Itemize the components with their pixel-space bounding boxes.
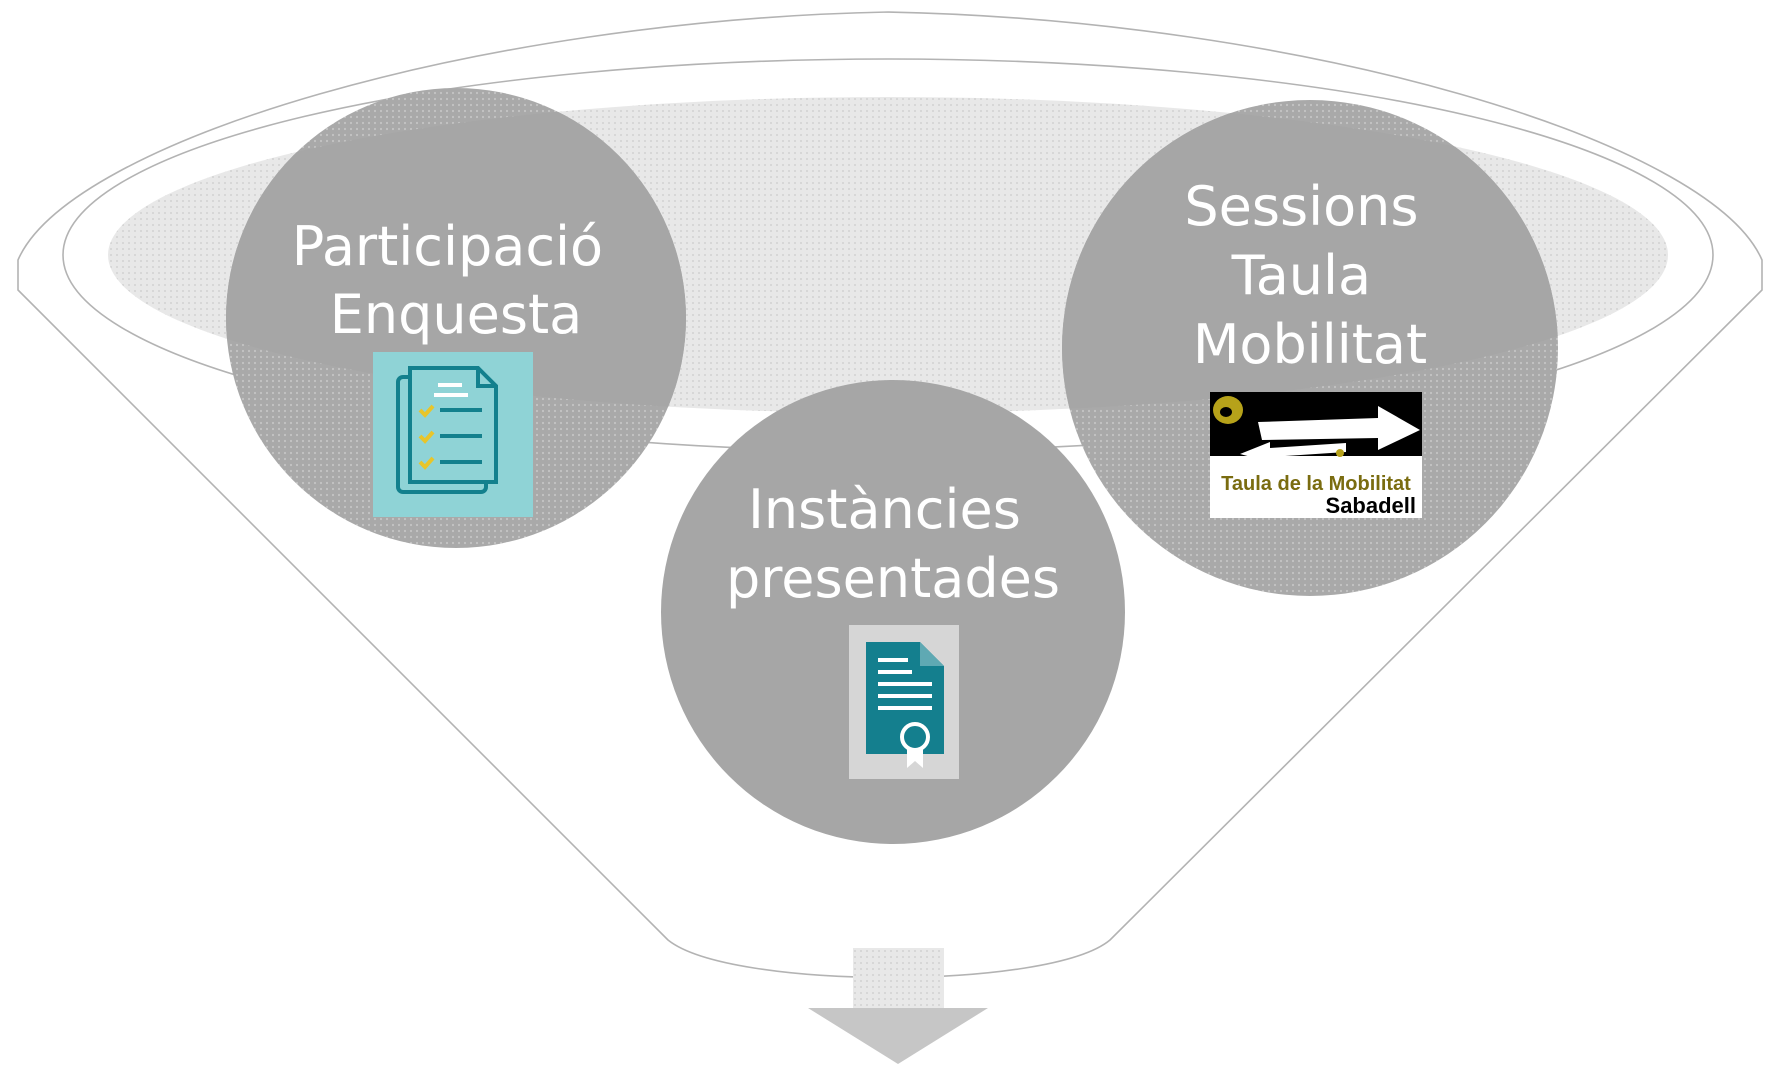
- bubble-instancies-line-2: presentades: [726, 547, 1060, 610]
- bubble-participacio-circle: [226, 97, 686, 413]
- bubble-instancies: Instàncies presentades: [661, 380, 1125, 844]
- taula-logo-text-1: Taula de la Mobilitat: [1221, 473, 1411, 495]
- bubble-participacio-line-1: Participació: [292, 215, 603, 278]
- bubble-participacio-line-2: Enquesta: [330, 283, 582, 346]
- certificate-document-icon: [849, 625, 959, 779]
- bubble-sessions: Sessions Taula Mobilitat Taula de la Mob…: [1062, 100, 1558, 596]
- bubble-sessions-label: Sessions Taula Mobilitat: [1184, 175, 1435, 376]
- bubble-participacio: Participació Enquesta: [226, 88, 686, 548]
- bubble-sessions-line-3: Mobilitat: [1193, 313, 1427, 376]
- bubble-participacio-label: Participació Enquesta: [292, 215, 621, 346]
- checklist-document-icon: [373, 352, 533, 517]
- taula-mobilitat-logo: Taula de la Mobilitat Sabadell: [1210, 392, 1422, 518]
- bubble-instancies-line-1: Instàncies: [748, 478, 1021, 541]
- bubble-sessions-line-1: Sessions: [1184, 175, 1418, 238]
- bubble-sessions-circle: [1062, 100, 1558, 413]
- output-arrow: [808, 948, 988, 1064]
- taula-logo-text-2: Sabadell: [1326, 493, 1416, 518]
- bubble-instancies-label: Instàncies presentades: [726, 478, 1060, 610]
- bubble-instancies-circle: [661, 380, 1125, 844]
- bubble-sessions-line-2: Taula: [1231, 244, 1371, 307]
- output-arrow-head: [808, 1008, 988, 1064]
